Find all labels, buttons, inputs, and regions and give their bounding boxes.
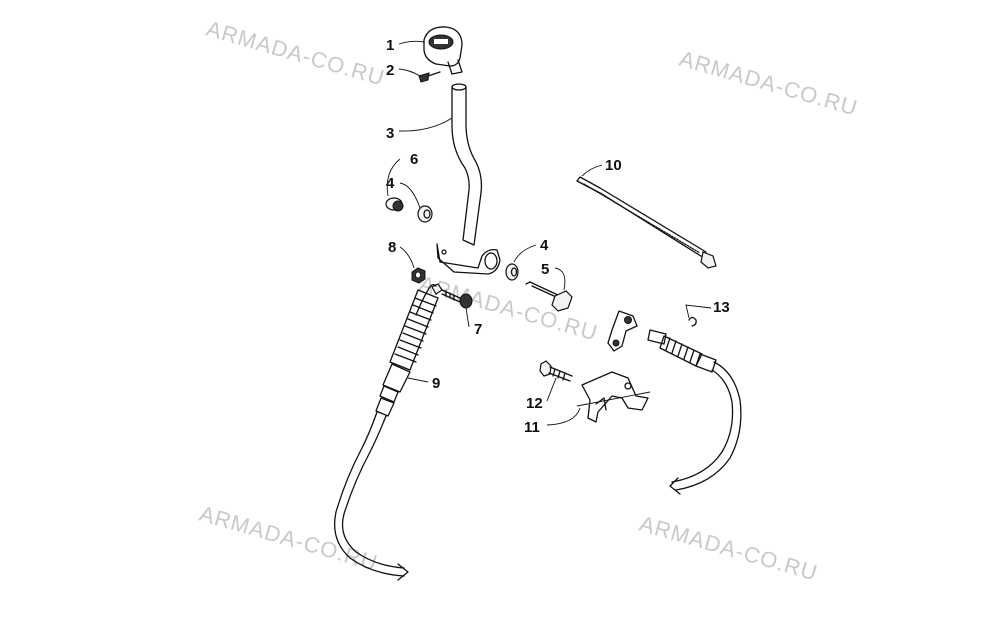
cable-end-linkage xyxy=(607,310,742,495)
watermark-1: ARMADA-CO.RU xyxy=(204,16,388,91)
callout-3: 3 xyxy=(386,125,394,142)
watermark-5: ARMADA-CO.RU xyxy=(637,511,821,586)
watermark-3: ARMADA-CO.RU xyxy=(417,271,601,346)
bracket-bolt xyxy=(539,360,573,382)
watermark-4: ARMADA-CO.RU xyxy=(197,501,381,576)
knob-screw xyxy=(418,71,441,83)
cable-bracket xyxy=(581,371,649,423)
leader-lines xyxy=(386,40,712,426)
callout-6: 6 xyxy=(410,151,418,168)
lock-nut xyxy=(411,267,426,284)
callout-12: 12 xyxy=(526,395,543,412)
callout-1: 1 xyxy=(386,37,394,54)
washer-lower xyxy=(505,263,519,281)
washer-upper xyxy=(417,205,433,223)
bushing xyxy=(385,197,404,212)
callout-2: 2 xyxy=(386,62,394,79)
callout-8: 8 xyxy=(388,239,396,256)
pivot-bolt xyxy=(525,281,573,312)
shift-knob xyxy=(423,26,463,75)
shift-cable xyxy=(333,284,439,581)
callout-11: 11 xyxy=(524,419,540,436)
callout-4-lower: 4 xyxy=(540,237,549,254)
callout-numbers: 1 2 3 6 4 8 4 5 7 9 10 12 11 13 xyxy=(386,37,730,436)
shift-lever xyxy=(436,83,501,275)
cable-boot xyxy=(389,289,439,371)
callout-13: 13 xyxy=(713,299,730,316)
watermarks: ARMADA-CO.RU ARMADA-CO.RU ARMADA-CO.RU A… xyxy=(197,16,861,586)
callout-4-upper: 4 xyxy=(386,175,395,192)
callout-7: 7 xyxy=(474,321,482,338)
watermark-2: ARMADA-CO.RU xyxy=(677,46,861,121)
callout-5: 5 xyxy=(541,261,549,278)
callout-9: 9 xyxy=(432,375,440,392)
callout-10: 10 xyxy=(605,157,622,174)
cable-tie xyxy=(576,176,717,269)
